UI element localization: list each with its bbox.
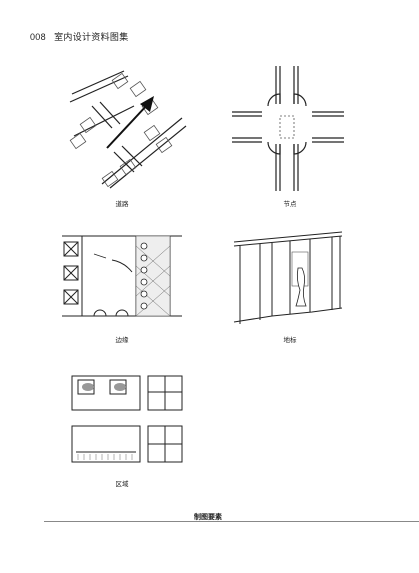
footer-rule: [44, 521, 419, 522]
caption-edge: 边缘: [115, 336, 129, 344]
book-title: 室内设计资料图集: [54, 33, 129, 43]
district-drawing: [71, 375, 183, 463]
page-number: 008: [30, 32, 46, 42]
edge-drawing: [62, 235, 182, 317]
caption-node: 节点: [283, 200, 297, 208]
section-title: 制图要素: [194, 513, 222, 521]
node-drawing: [232, 66, 344, 191]
path-drawing: [69, 70, 187, 189]
page-header: 008 室内设计资料图集: [30, 30, 129, 43]
caption-district: 区域: [115, 480, 129, 488]
caption-landmark: 地标: [283, 336, 297, 344]
landmark-drawing: [233, 231, 343, 324]
caption-path: 道路: [115, 200, 129, 208]
